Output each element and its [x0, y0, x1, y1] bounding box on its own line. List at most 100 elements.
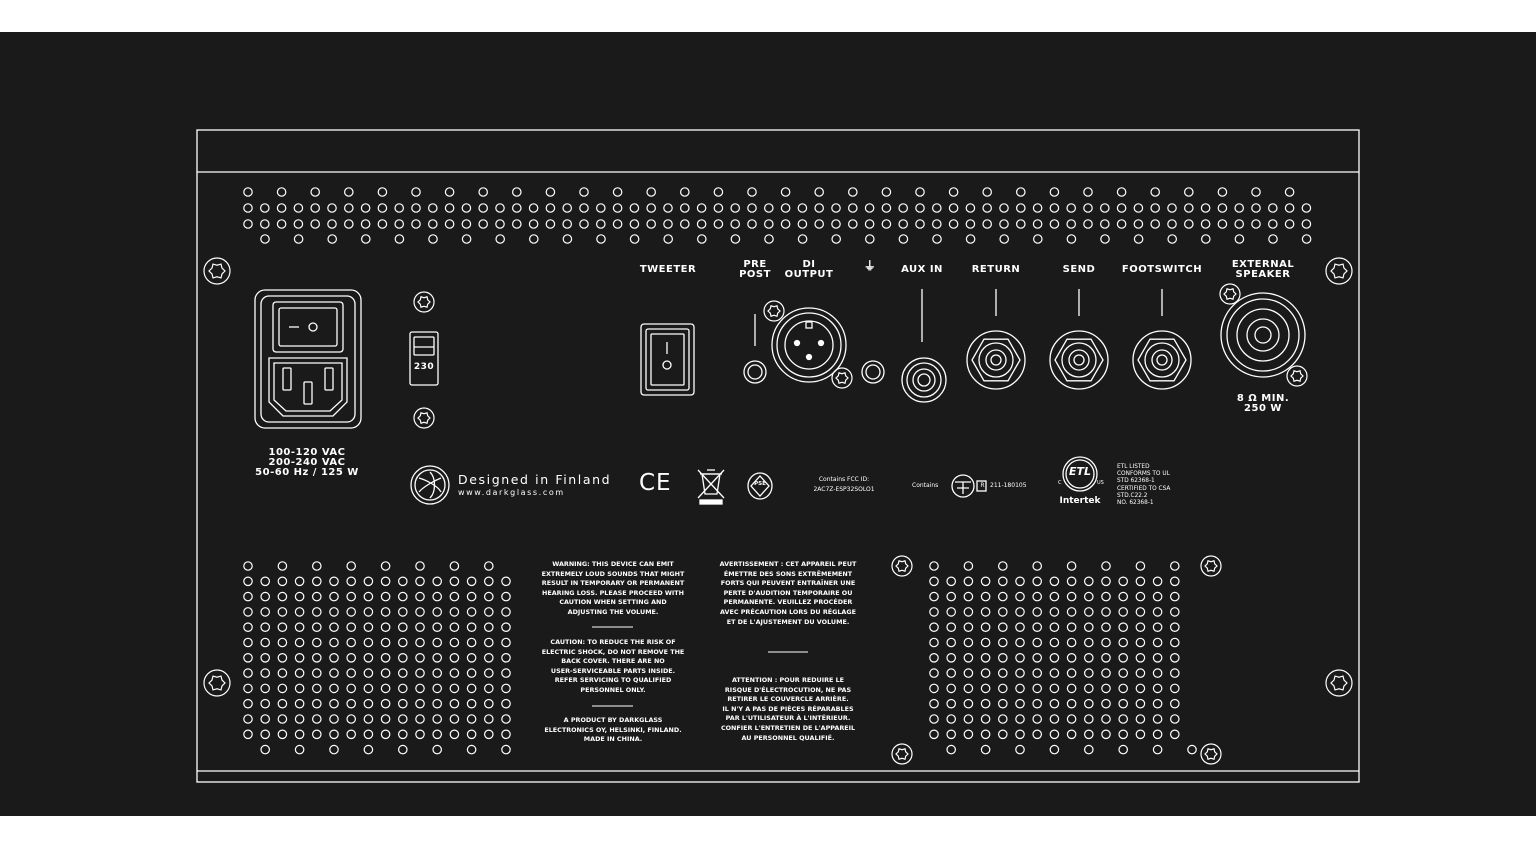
screw-icon [413, 407, 435, 429]
vent-hole [1251, 187, 1261, 197]
vent-hole [1049, 576, 1060, 587]
vent-hole [449, 668, 460, 678]
vent-hole [963, 637, 974, 648]
vent-hole [260, 652, 270, 663]
vent-hole [449, 729, 460, 740]
vent-hole [1032, 683, 1042, 694]
vent-hole [1084, 668, 1094, 678]
vent-hole [483, 698, 494, 709]
vent-hole [346, 576, 356, 587]
vent-hole [449, 561, 460, 571]
vent-hole [501, 637, 511, 648]
vent-hole [980, 668, 991, 678]
di-output-xlr-jack [771, 307, 847, 383]
vent-hole [293, 219, 304, 229]
vent-hole [982, 187, 992, 197]
vent-hole [432, 668, 442, 678]
vent-hole [432, 576, 442, 587]
vent-hole [380, 683, 391, 694]
vent-hole [1118, 637, 1128, 648]
vent-hole [411, 219, 421, 229]
vent-hole [1284, 187, 1295, 197]
vent-hole [343, 203, 354, 213]
amplifier-rear-panel-image: TWEETER PRE POST DI OUTPUT ⏚ AUX IN RETU… [0, 32, 1536, 816]
vent-hole [1118, 683, 1128, 694]
vent-hole [311, 607, 322, 617]
vent-hole [444, 187, 455, 197]
manufacturer-text: A PRODUCT BY DARKGLASS ELECTRONICS OY, H… [544, 716, 682, 744]
vent-hole [1170, 729, 1180, 740]
fcc-id-line-2: 2AC7Z-ESP32SOLO1 [813, 486, 875, 493]
etl-listing-text: ETL LISTED CONFORMS TO UL STD 62368-1 CE… [1117, 464, 1171, 507]
vent-hole [294, 668, 305, 678]
vent-hole [963, 576, 974, 587]
vent-hole [1101, 698, 1111, 709]
vent-hole [997, 729, 1008, 740]
vent-hole [946, 622, 956, 632]
vent-hole [1152, 637, 1163, 648]
vent-hole [1084, 576, 1094, 587]
power-rating-label: 250 W [1244, 403, 1282, 414]
vent-hole [1170, 607, 1180, 617]
vent-hole [449, 714, 460, 724]
vent-hole [397, 591, 408, 602]
vent-hole [1015, 622, 1025, 632]
vent-hole [483, 652, 494, 663]
vent-hole [1118, 576, 1128, 587]
speaker-label: SPEAKER [1235, 269, 1291, 280]
vent-hole [1049, 607, 1060, 617]
vent-hole [1101, 637, 1111, 648]
vent-hole [415, 668, 425, 678]
vent-hole [1167, 234, 1177, 244]
vent-hole [1170, 652, 1180, 663]
aux-in-jack [901, 289, 947, 403]
vent-hole [483, 683, 494, 694]
vent-hole [965, 219, 976, 229]
vent-hole [1066, 652, 1077, 663]
vent-hole [415, 591, 425, 602]
vent-hole [380, 698, 391, 709]
vent-hole [898, 234, 909, 244]
fcc-id-line-1: Contains FCC ID: [818, 476, 870, 483]
vent-hole [1100, 219, 1110, 229]
vent-hole [797, 203, 808, 213]
vent-hole [1015, 668, 1025, 678]
vent-hole [864, 203, 875, 213]
vent-hole [1032, 729, 1042, 740]
vent-hole [1284, 203, 1295, 213]
vent-hole [243, 607, 253, 617]
vent-hole [243, 698, 253, 709]
vent-hole [449, 652, 460, 663]
vent-hole [310, 219, 320, 229]
vent-hole [999, 219, 1009, 229]
vent-hole [243, 637, 253, 648]
vent-hole [997, 683, 1008, 694]
vent-hole [1084, 698, 1094, 709]
vent-hole [1066, 729, 1077, 740]
jack-nut-icon [1137, 338, 1187, 382]
vent-hole [260, 576, 270, 587]
vent-hole [629, 219, 640, 229]
vent-hole [963, 698, 974, 709]
vent-hole [1170, 683, 1180, 694]
vent-hole [780, 187, 791, 197]
vent-hole [747, 219, 757, 229]
vent-hole [562, 203, 572, 213]
vent-hole [1118, 591, 1128, 602]
vent-hole [696, 203, 707, 213]
chassis-outline [196, 129, 1360, 783]
vent-hole [1118, 744, 1128, 755]
vent-hole [346, 714, 356, 724]
vent-hole [380, 652, 391, 663]
vent-hole [1234, 203, 1244, 213]
jack-hole [1156, 354, 1168, 366]
vent-hole [329, 622, 339, 632]
etl-mark [1062, 456, 1098, 492]
vent-hole [259, 203, 270, 213]
vent-hole [260, 234, 270, 244]
power-voltage-1: 100-120 VAC [268, 447, 346, 458]
vent-hole [1084, 637, 1094, 648]
vent-hole [260, 683, 270, 694]
vent-hole [1152, 576, 1163, 587]
screw-icon [763, 300, 785, 322]
